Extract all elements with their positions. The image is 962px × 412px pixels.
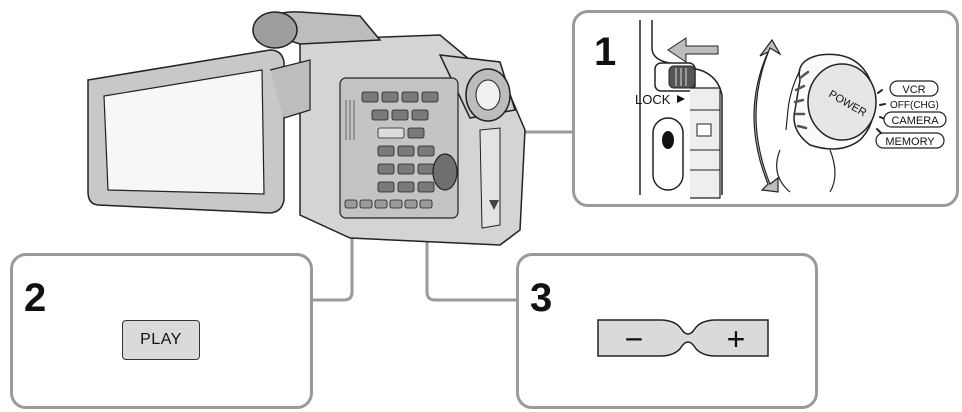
power-dial: [807, 63, 877, 141]
mode-vcr: VCR: [902, 84, 925, 96]
record-button: [652, 117, 684, 191]
play-button[interactable]: PLAY: [122, 320, 200, 360]
lock-pointer-icon: [677, 95, 685, 103]
speaker-grille: [345, 100, 355, 140]
lcd-screen: [103, 69, 265, 195]
lock-label: LOCK: [635, 92, 671, 107]
step-1-number: 1: [594, 30, 617, 74]
leader-line-step3: [425, 150, 520, 302]
mode-camera: CAMERA: [891, 115, 939, 127]
leader-line-step2: [312, 110, 354, 302]
step-2-panel: [10, 253, 313, 409]
rotate-arrow-icon: [753, 38, 782, 193]
mode-memory: MEMORY: [885, 136, 935, 148]
zoom-knob: [432, 153, 458, 191]
lens-ring: [252, 11, 298, 49]
volume-minus-button[interactable]: −: [625, 321, 644, 357]
step-3-number: 3: [530, 276, 553, 320]
mode-off-chg: OFF(CHG): [890, 100, 939, 111]
volume-plus-button[interactable]: +: [727, 321, 746, 357]
left-arrow-icon: [667, 37, 719, 63]
step-2-number: 2: [24, 276, 47, 320]
